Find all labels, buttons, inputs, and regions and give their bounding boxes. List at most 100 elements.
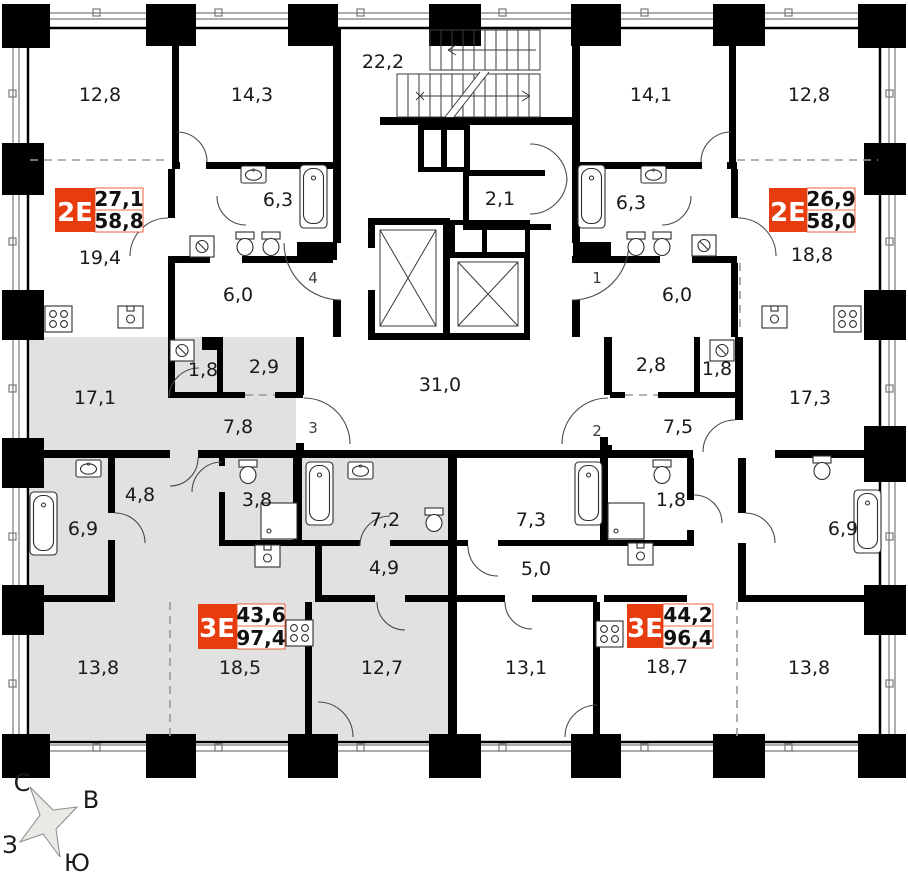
living-area-value: 27,1 <box>94 187 143 211</box>
stove-icon <box>285 619 314 647</box>
room-area-label: 1,8 <box>656 489 686 511</box>
apartment-type-label: 3Е <box>199 614 235 644</box>
badge-red-box <box>198 604 237 649</box>
bathtub-icon <box>299 164 328 229</box>
apartment-type-label: 3Е <box>627 614 663 644</box>
toilet-icon <box>424 507 444 533</box>
room-labels: 22,2 2,1 31,0 12,8 14,3 6,3 19,4 6,0 4 1… <box>68 51 858 679</box>
toilet-icon <box>235 231 255 257</box>
total-area-value: 97,4 <box>236 626 285 650</box>
room-area-label: 7,3 <box>516 509 546 531</box>
room-area-label: 4,8 <box>125 484 155 506</box>
bathtub-icon <box>574 461 603 526</box>
highlighted-apartment-fill <box>30 337 457 740</box>
compass-north-label: С <box>14 769 31 797</box>
stove-icon <box>44 305 73 333</box>
room-area-label: 1,8 <box>702 358 732 380</box>
room-area-label: 18,7 <box>646 656 688 678</box>
shower-icon <box>607 502 645 540</box>
room-area-label: 13,8 <box>788 657 830 679</box>
room-area-label: 17,3 <box>789 387 831 409</box>
room-area-label: 7,8 <box>223 416 253 438</box>
room-area-label: 7,2 <box>370 509 400 531</box>
total-area-value: 58,8 <box>94 209 143 233</box>
room-area-label: 2,8 <box>636 354 666 376</box>
toilet-icon <box>652 459 672 485</box>
room-area-label: 6,3 <box>616 192 646 214</box>
toilet-icon <box>812 455 832 481</box>
room-area-label: 18,8 <box>791 244 833 266</box>
stove-icon <box>833 305 862 333</box>
pilasters <box>2 4 906 778</box>
room-area-label: 14,3 <box>231 84 273 106</box>
hall-area-label: 31,0 <box>419 374 461 396</box>
sink-icon <box>254 544 281 568</box>
entrance-door-number: 4 <box>308 269 318 287</box>
compass-east-label: В <box>83 786 99 814</box>
door-arcs <box>114 131 777 738</box>
apartment-badge-3e-right: 3Е 44,2 96,4 <box>627 603 714 650</box>
room-area-label: 1,8 <box>188 359 218 381</box>
elevator-shafts <box>379 229 519 327</box>
room-area-label: 2,9 <box>249 356 279 378</box>
kitchen-sink-icon <box>761 305 788 329</box>
washbasin-icon <box>75 459 102 478</box>
compass-south-label: Ю <box>64 849 90 877</box>
apartment-badge-2e-right: 2Е 26,9 58,0 <box>769 187 856 233</box>
room-area-label: 12,7 <box>361 657 403 679</box>
entrance-door-number: 1 <box>592 269 602 287</box>
washbasin-icon <box>240 165 267 184</box>
room-area-label: 13,8 <box>77 657 119 679</box>
room-area-label: 12,8 <box>79 84 121 106</box>
stairs-area-label: 22,2 <box>362 51 404 73</box>
apartment-badge-3e-left: 3Е 43,6 97,4 <box>198 603 286 650</box>
total-area-value: 96,4 <box>663 626 712 650</box>
washbasin-icon <box>347 461 374 480</box>
entrance-door-number: 2 <box>592 422 602 440</box>
bathtub-icon <box>305 461 334 526</box>
living-area-value: 44,2 <box>663 603 712 627</box>
kitchen-sink-icon <box>117 305 144 329</box>
room-area-label: 4,9 <box>369 557 399 579</box>
badge-red-box <box>769 188 807 232</box>
apartment-type-label: 2Е <box>57 198 93 228</box>
vestibule-area-label: 2,1 <box>485 188 515 210</box>
washing-machine-icon <box>189 235 215 258</box>
washing-machine-icon <box>691 234 717 257</box>
interior-walls <box>30 28 878 740</box>
compass-rose: С В З Ю <box>2 769 99 877</box>
bidet-icon <box>652 231 672 257</box>
entrance-door-number: 3 <box>308 419 318 437</box>
compass-star <box>18 786 79 858</box>
room-area-label: 12,8 <box>788 84 830 106</box>
compass-west-label: З <box>2 831 17 859</box>
room-area-label: 5,0 <box>521 558 551 580</box>
bidet-icon <box>261 231 281 257</box>
room-area-label: 6,0 <box>223 284 253 306</box>
room-area-label: 6,9 <box>828 518 858 540</box>
room-area-label: 3,8 <box>242 489 272 511</box>
room-area-label: 13,1 <box>505 657 547 679</box>
room-area-label: 17,1 <box>74 387 116 409</box>
room-area-label: 6,0 <box>662 284 692 306</box>
total-area-value: 58,0 <box>806 209 855 233</box>
washing-machine-icon <box>169 339 195 362</box>
living-area-value: 26,9 <box>806 187 855 211</box>
dashed-dividers <box>30 159 878 740</box>
sink-icon <box>627 542 654 566</box>
badge-red-box <box>55 188 95 232</box>
badge-red-box <box>627 604 663 648</box>
room-area-label: 6,3 <box>263 189 293 211</box>
toilet-icon <box>238 459 258 485</box>
bathtub-icon <box>29 491 58 556</box>
apartment-type-label: 2Е <box>770 198 806 228</box>
washbasin-icon <box>640 165 667 184</box>
room-area-label: 6,9 <box>68 518 98 540</box>
stove-icon <box>595 620 624 648</box>
toilet-icon <box>626 231 646 257</box>
room-area-label: 14,1 <box>630 84 672 106</box>
bathtub-icon <box>577 164 606 229</box>
window-tick-marks <box>8 8 894 752</box>
